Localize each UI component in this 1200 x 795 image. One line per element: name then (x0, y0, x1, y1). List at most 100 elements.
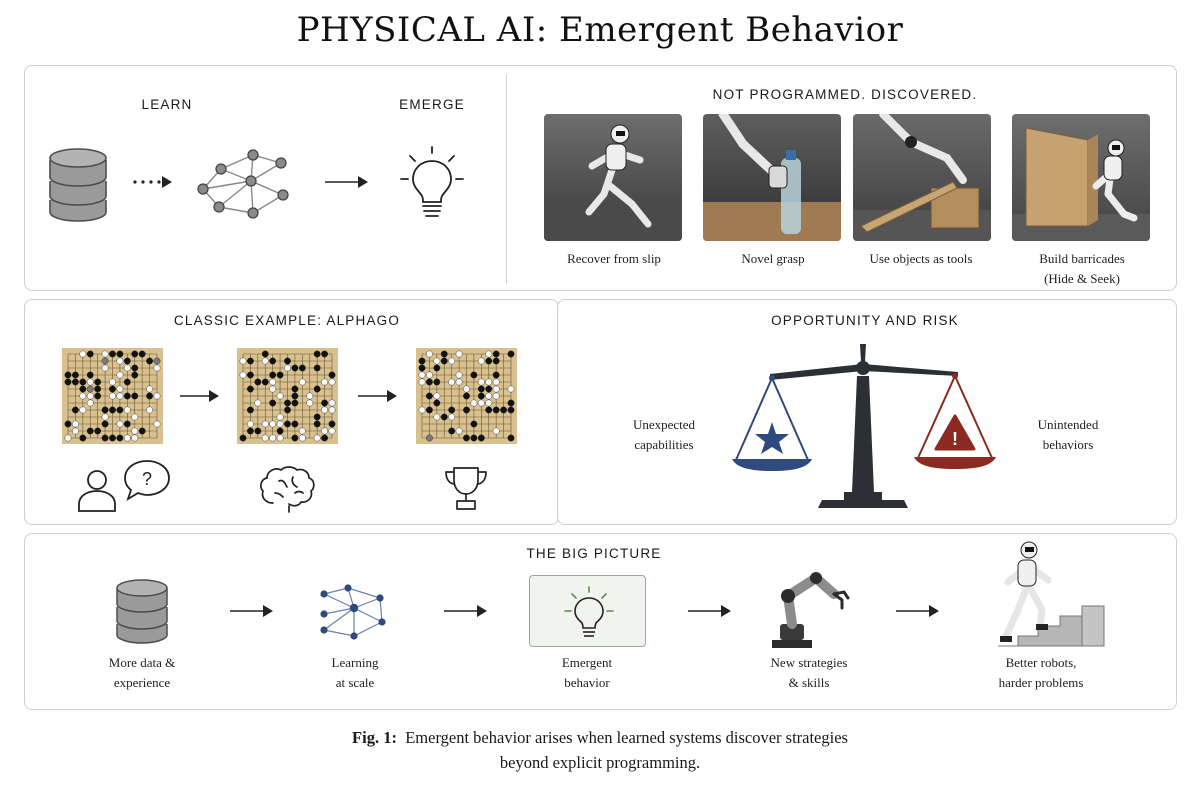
go-stone (455, 371, 463, 379)
go-stone (86, 378, 94, 386)
go-stone (433, 364, 441, 372)
go-stone (448, 427, 456, 435)
go-stone (298, 364, 306, 372)
brain-icon (260, 466, 315, 513)
go-stone (492, 385, 500, 393)
caption-line2: beyond explicit programming. (499, 753, 701, 772)
step-label-better-robots-line1: Better robots, (1005, 655, 1077, 670)
go-stone (470, 399, 478, 407)
speech-bubble-icon: ? (124, 460, 170, 502)
step-label-emergent: Emergent behavior (527, 653, 647, 693)
unintended-line2: behaviors (1042, 437, 1094, 452)
go-stone (101, 434, 109, 442)
go-stone (101, 413, 109, 421)
go-stone (123, 392, 131, 400)
lightbulb-icon (400, 146, 464, 217)
database-icon (49, 148, 107, 222)
go-stone (328, 378, 336, 386)
go-stone (131, 427, 139, 435)
go-stone (448, 378, 456, 386)
go-stone (284, 357, 291, 365)
step-label-strategies-line1: New strategies (770, 655, 848, 670)
go-stone (492, 357, 500, 365)
balance-scale-icon: ! (732, 344, 996, 508)
go-stone (269, 434, 277, 442)
go-stone (485, 378, 493, 386)
go-stone (79, 434, 87, 442)
go-stone (276, 413, 284, 421)
go-stone (492, 406, 500, 414)
go-stone (153, 364, 161, 372)
go-stone (276, 371, 284, 379)
go-stone (138, 427, 146, 435)
go-stone (261, 434, 269, 442)
go-stone (254, 427, 262, 435)
go-stone (101, 350, 109, 358)
go-stone (455, 350, 463, 358)
learn-heading: LEARN (141, 97, 193, 112)
go-stone (123, 357, 131, 365)
go-stone (138, 350, 146, 358)
go-stone (507, 399, 515, 407)
go-stone (86, 399, 94, 407)
go-stone (123, 378, 131, 386)
go-stone (109, 434, 116, 442)
step-label-emergent-line2: behavior (564, 675, 610, 690)
go-stone (328, 427, 336, 435)
robot-climbing-stairs-icon (998, 541, 1105, 647)
caption-prefix: Fig. 1: (352, 728, 397, 747)
go-stone (477, 357, 485, 365)
go-stone (254, 378, 262, 386)
lightbulb-icon (564, 586, 614, 637)
go-stone (146, 357, 153, 365)
label-recover-from-slip: Recover from slip (567, 251, 661, 266)
emerge-heading: EMERGE (399, 97, 465, 112)
dotted-arrow-icon (133, 176, 172, 188)
go-stone (269, 378, 277, 386)
go-stone (426, 392, 433, 400)
robot-arm-icon (772, 572, 850, 648)
go-stone (426, 378, 433, 386)
go-stone (298, 434, 306, 442)
unexpected-capabilities-label: Unexpected capabilities (604, 415, 724, 455)
go-stone (321, 434, 328, 442)
go-stone (470, 434, 478, 442)
go-stone (418, 371, 426, 379)
unintended-behaviors-label: Unintended behaviors (1008, 415, 1128, 455)
go-stone (123, 420, 131, 428)
go-stone (433, 392, 441, 400)
go-stone (433, 378, 441, 386)
go-stone (239, 357, 247, 365)
step-label-data-line2: experience (113, 675, 171, 690)
go-stone (291, 364, 299, 372)
go-stone (94, 427, 102, 435)
go-stone (79, 385, 87, 393)
go-stone (276, 427, 284, 435)
arrow-icon (180, 390, 219, 402)
go-stone (298, 427, 306, 435)
go-stone (500, 406, 507, 414)
discovered-heading: NOT PROGRAMMED. DISCOVERED. (712, 87, 978, 102)
step-label-learning-line1: Learning (331, 655, 379, 670)
person-icon (78, 470, 116, 512)
go-stone (485, 406, 493, 414)
go-stone (94, 385, 102, 393)
arrow-icon (444, 605, 487, 617)
go-stone (284, 406, 291, 414)
neural-network-icon (320, 584, 386, 640)
step-label-strategies: New strategies & skills (739, 653, 879, 693)
go-stone (269, 399, 277, 407)
go-stone (507, 350, 515, 358)
go-stone (321, 399, 328, 407)
go-stone (72, 406, 79, 414)
label-novel-grasp: Novel grasp (741, 251, 805, 266)
go-stone (507, 406, 515, 414)
go-stone (463, 434, 470, 442)
go-stone (72, 371, 79, 379)
go-stone (101, 420, 109, 428)
go-stone (131, 371, 139, 379)
go-stone (86, 392, 94, 400)
go-stone (313, 420, 321, 428)
go-stone (507, 434, 515, 442)
go-stone (492, 392, 500, 400)
